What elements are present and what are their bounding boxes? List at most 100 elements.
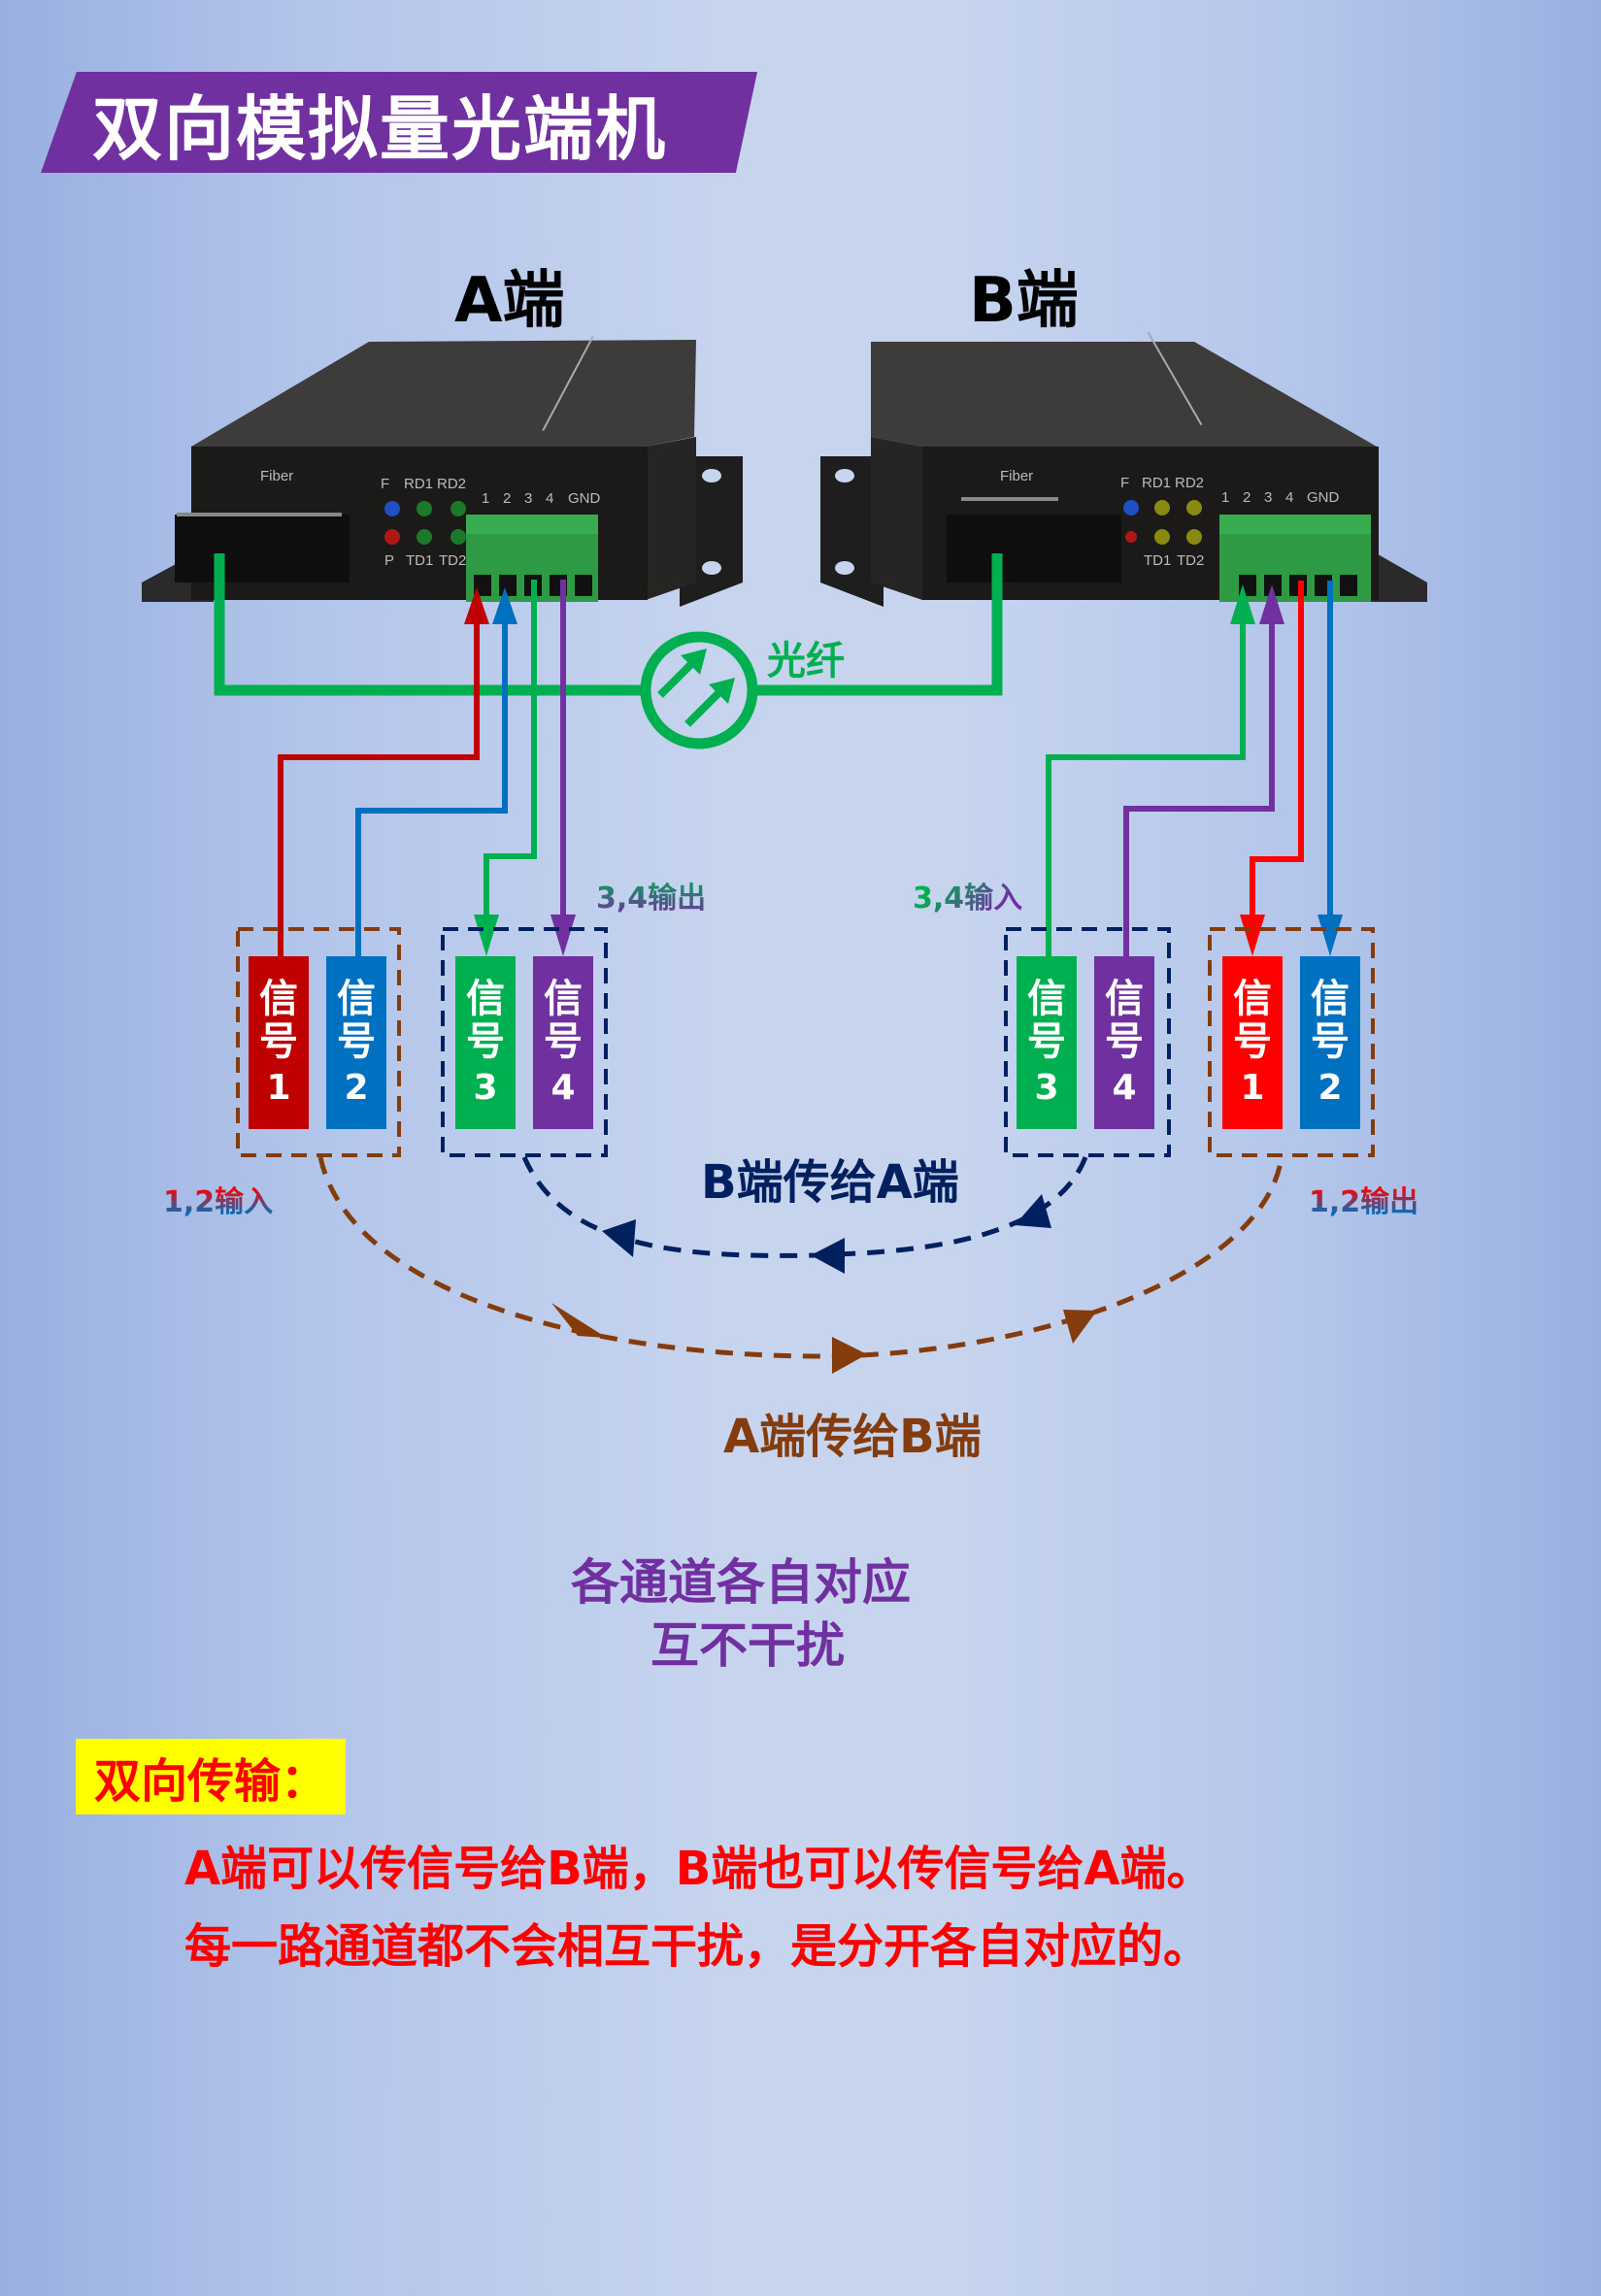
- signal-char: 号: [1311, 1019, 1350, 1065]
- device-b-top: [871, 342, 1377, 447]
- device-b-led-label-rd2: RD2: [1175, 475, 1204, 491]
- led-td1-a: [417, 529, 432, 545]
- flow-a-to-b-path: [317, 1156, 1284, 1359]
- signal-char: 信: [1027, 977, 1066, 1022]
- signal-char: 号: [544, 1019, 583, 1065]
- device-b: Fiber F RD1 RD2 TD1 TD2 1 2 3 4 GND: [820, 331, 1427, 607]
- flow-a-to-b-arrow-3: [1063, 1310, 1097, 1344]
- signal-char: 信: [466, 977, 505, 1022]
- a-wires: [278, 580, 576, 956]
- device-a-led-label-f: F: [381, 476, 389, 492]
- signal-number: 4: [1112, 1068, 1137, 1109]
- led-f-b: [1123, 500, 1139, 516]
- bidirectional-note-line2: 每一路通道都不会相互干扰，是分开各自对应的。: [184, 1919, 1211, 1974]
- led-p-a: [384, 529, 400, 545]
- arrow-down-b-signal2: [1317, 915, 1343, 956]
- device-b-fiber-port: [947, 515, 1121, 582]
- signal-tile-b-3: 信 号 3: [1017, 956, 1077, 1129]
- terminal-label-2-a: 2: [503, 490, 511, 507]
- terminal-label-4-a: 4: [546, 490, 553, 507]
- device-a-led-label-td2: TD2: [439, 552, 466, 569]
- bidirectional-note-badge: 双向传输：: [76, 1739, 346, 1814]
- label-b-34-input: 3,4输入: [913, 874, 1022, 916]
- wire-b-signal1: [1250, 581, 1304, 922]
- device-b-fiber-label: Fiber: [1000, 468, 1033, 484]
- device-a-led-label-p: P: [384, 552, 394, 569]
- terminal-label-gnd-a: GND: [568, 490, 601, 507]
- bidirectional-note-line1: A端可以传信号给B端，B端也可以传信号给A端。: [184, 1842, 1214, 1896]
- terminal-label-1-b: 1: [1221, 489, 1229, 506]
- signal-tile-b-4: 信 号 4: [1094, 956, 1154, 1129]
- center-note-line2: 互不干扰: [650, 1617, 845, 1674]
- terminal-label-gnd-b: GND: [1307, 489, 1340, 506]
- signal-tile-a-3: 信 号 3: [455, 956, 516, 1129]
- led-rd2-a: [450, 501, 466, 516]
- optical-fiber-icon: [640, 631, 758, 749]
- label-a-12-input: 1,2输入: [163, 1178, 273, 1220]
- signal-char: 号: [1027, 1019, 1066, 1065]
- signal-char: 信: [1105, 977, 1144, 1022]
- device-b-led-label-f: F: [1120, 475, 1129, 491]
- signal-number: 3: [473, 1068, 498, 1109]
- flow-b-to-a-label: B端传给A端: [701, 1155, 959, 1210]
- signal-number: 4: [550, 1068, 576, 1109]
- terminal-label-3-b: 3: [1264, 489, 1272, 506]
- arrow-up-b-signal3: [1230, 584, 1255, 624]
- flow-b-to-a-arrow-3: [602, 1219, 636, 1257]
- device-a: Fiber F RD1 RD2 P TD1 TD2 1 2 3 4 GND: [142, 335, 743, 607]
- signal-tile-b-2: 信 号 2: [1300, 956, 1360, 1129]
- led-f-a: [384, 501, 400, 516]
- signal-number: 2: [344, 1068, 369, 1109]
- wire-b-signal4: [1123, 621, 1275, 956]
- flow-a-to-b-label: A端传给B端: [723, 1410, 982, 1464]
- signal-char: 信: [1233, 977, 1272, 1022]
- fiber-label: 光纤: [767, 639, 845, 683]
- group-box-b-34: [1004, 927, 1171, 1157]
- arrow-down-a-signal4: [550, 915, 576, 956]
- label-b-12-output: 1,2输出: [1309, 1178, 1418, 1220]
- group-box-a-34: [441, 927, 608, 1157]
- terminal-label-1-a: 1: [482, 490, 489, 507]
- signal-number: 3: [1034, 1068, 1059, 1109]
- b-wires: [1046, 581, 1343, 956]
- signal-tile-a-1: 信 号 1: [249, 956, 309, 1129]
- device-a-led-label-rd1: RD1: [404, 476, 433, 492]
- signal-tile-a-2: 信 号 2: [326, 956, 386, 1129]
- wire-a-signal2: [355, 621, 508, 956]
- wire-a-signal1: [278, 621, 480, 956]
- led-td2-b: [1186, 529, 1202, 545]
- wire-a-signal3: [484, 580, 537, 922]
- led-p-b: [1125, 531, 1137, 543]
- group-box-a-12: [236, 927, 401, 1157]
- signal-number: 2: [1317, 1068, 1343, 1109]
- signal-char: 号: [466, 1019, 505, 1065]
- device-b-led-label-td1: TD1: [1144, 552, 1171, 569]
- flow-a-to-b-arrow-2: [832, 1337, 867, 1374]
- device-a-top: [191, 340, 696, 447]
- signal-char: 号: [1233, 1019, 1272, 1065]
- led-td1-b: [1154, 529, 1170, 545]
- a-end-heading: A端: [454, 265, 565, 337]
- center-note-line1: 各通道各自对应: [571, 1554, 911, 1611]
- led-rd2-b: [1186, 500, 1202, 516]
- signal-char: 信: [337, 977, 376, 1022]
- led-rd1-a: [417, 501, 432, 516]
- signal-tile-b-1: 信 号 1: [1222, 956, 1283, 1129]
- arrow-up-a-signal1: [464, 587, 489, 624]
- flow-a-to-b-arrow-1: [551, 1303, 607, 1338]
- terminal-label-3-a: 3: [524, 490, 532, 507]
- signal-char: 信: [1311, 977, 1350, 1022]
- signal-char: 号: [1105, 1019, 1144, 1065]
- led-rd1-b: [1154, 500, 1170, 516]
- signal-tile-a-4: 信 号 4: [533, 956, 593, 1129]
- arrow-down-b-signal1: [1240, 915, 1265, 956]
- b-end-heading: B端: [969, 265, 1079, 337]
- signal-char: 号: [259, 1019, 298, 1065]
- label-a-34-output: 3,4输出: [596, 874, 706, 916]
- device-b-led-label-td2: TD2: [1177, 552, 1204, 569]
- led-td2-a: [450, 529, 466, 545]
- signal-char: 信: [259, 977, 298, 1022]
- signal-char: 号: [337, 1019, 376, 1065]
- wire-b-signal3: [1046, 621, 1246, 956]
